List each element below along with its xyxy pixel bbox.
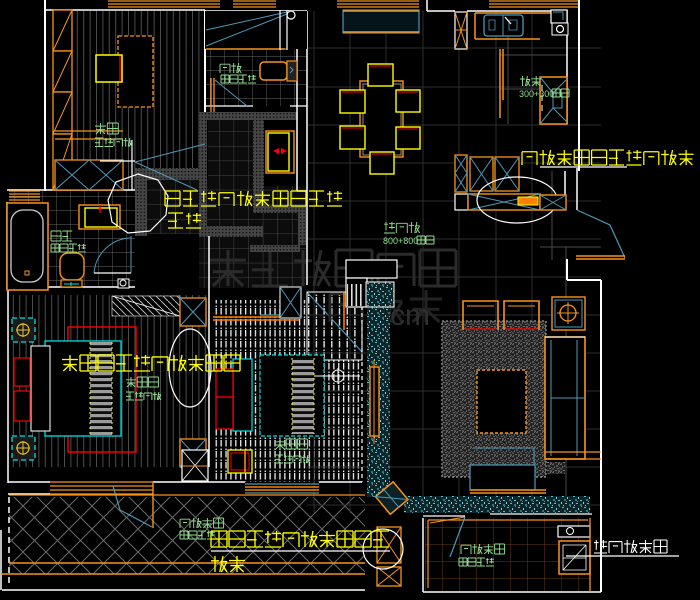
svg-text:800+800: 800+800 bbox=[383, 236, 418, 246]
svg-text:cm: cm bbox=[390, 299, 430, 332]
svg-text:300+300: 300+300 bbox=[519, 89, 554, 99]
